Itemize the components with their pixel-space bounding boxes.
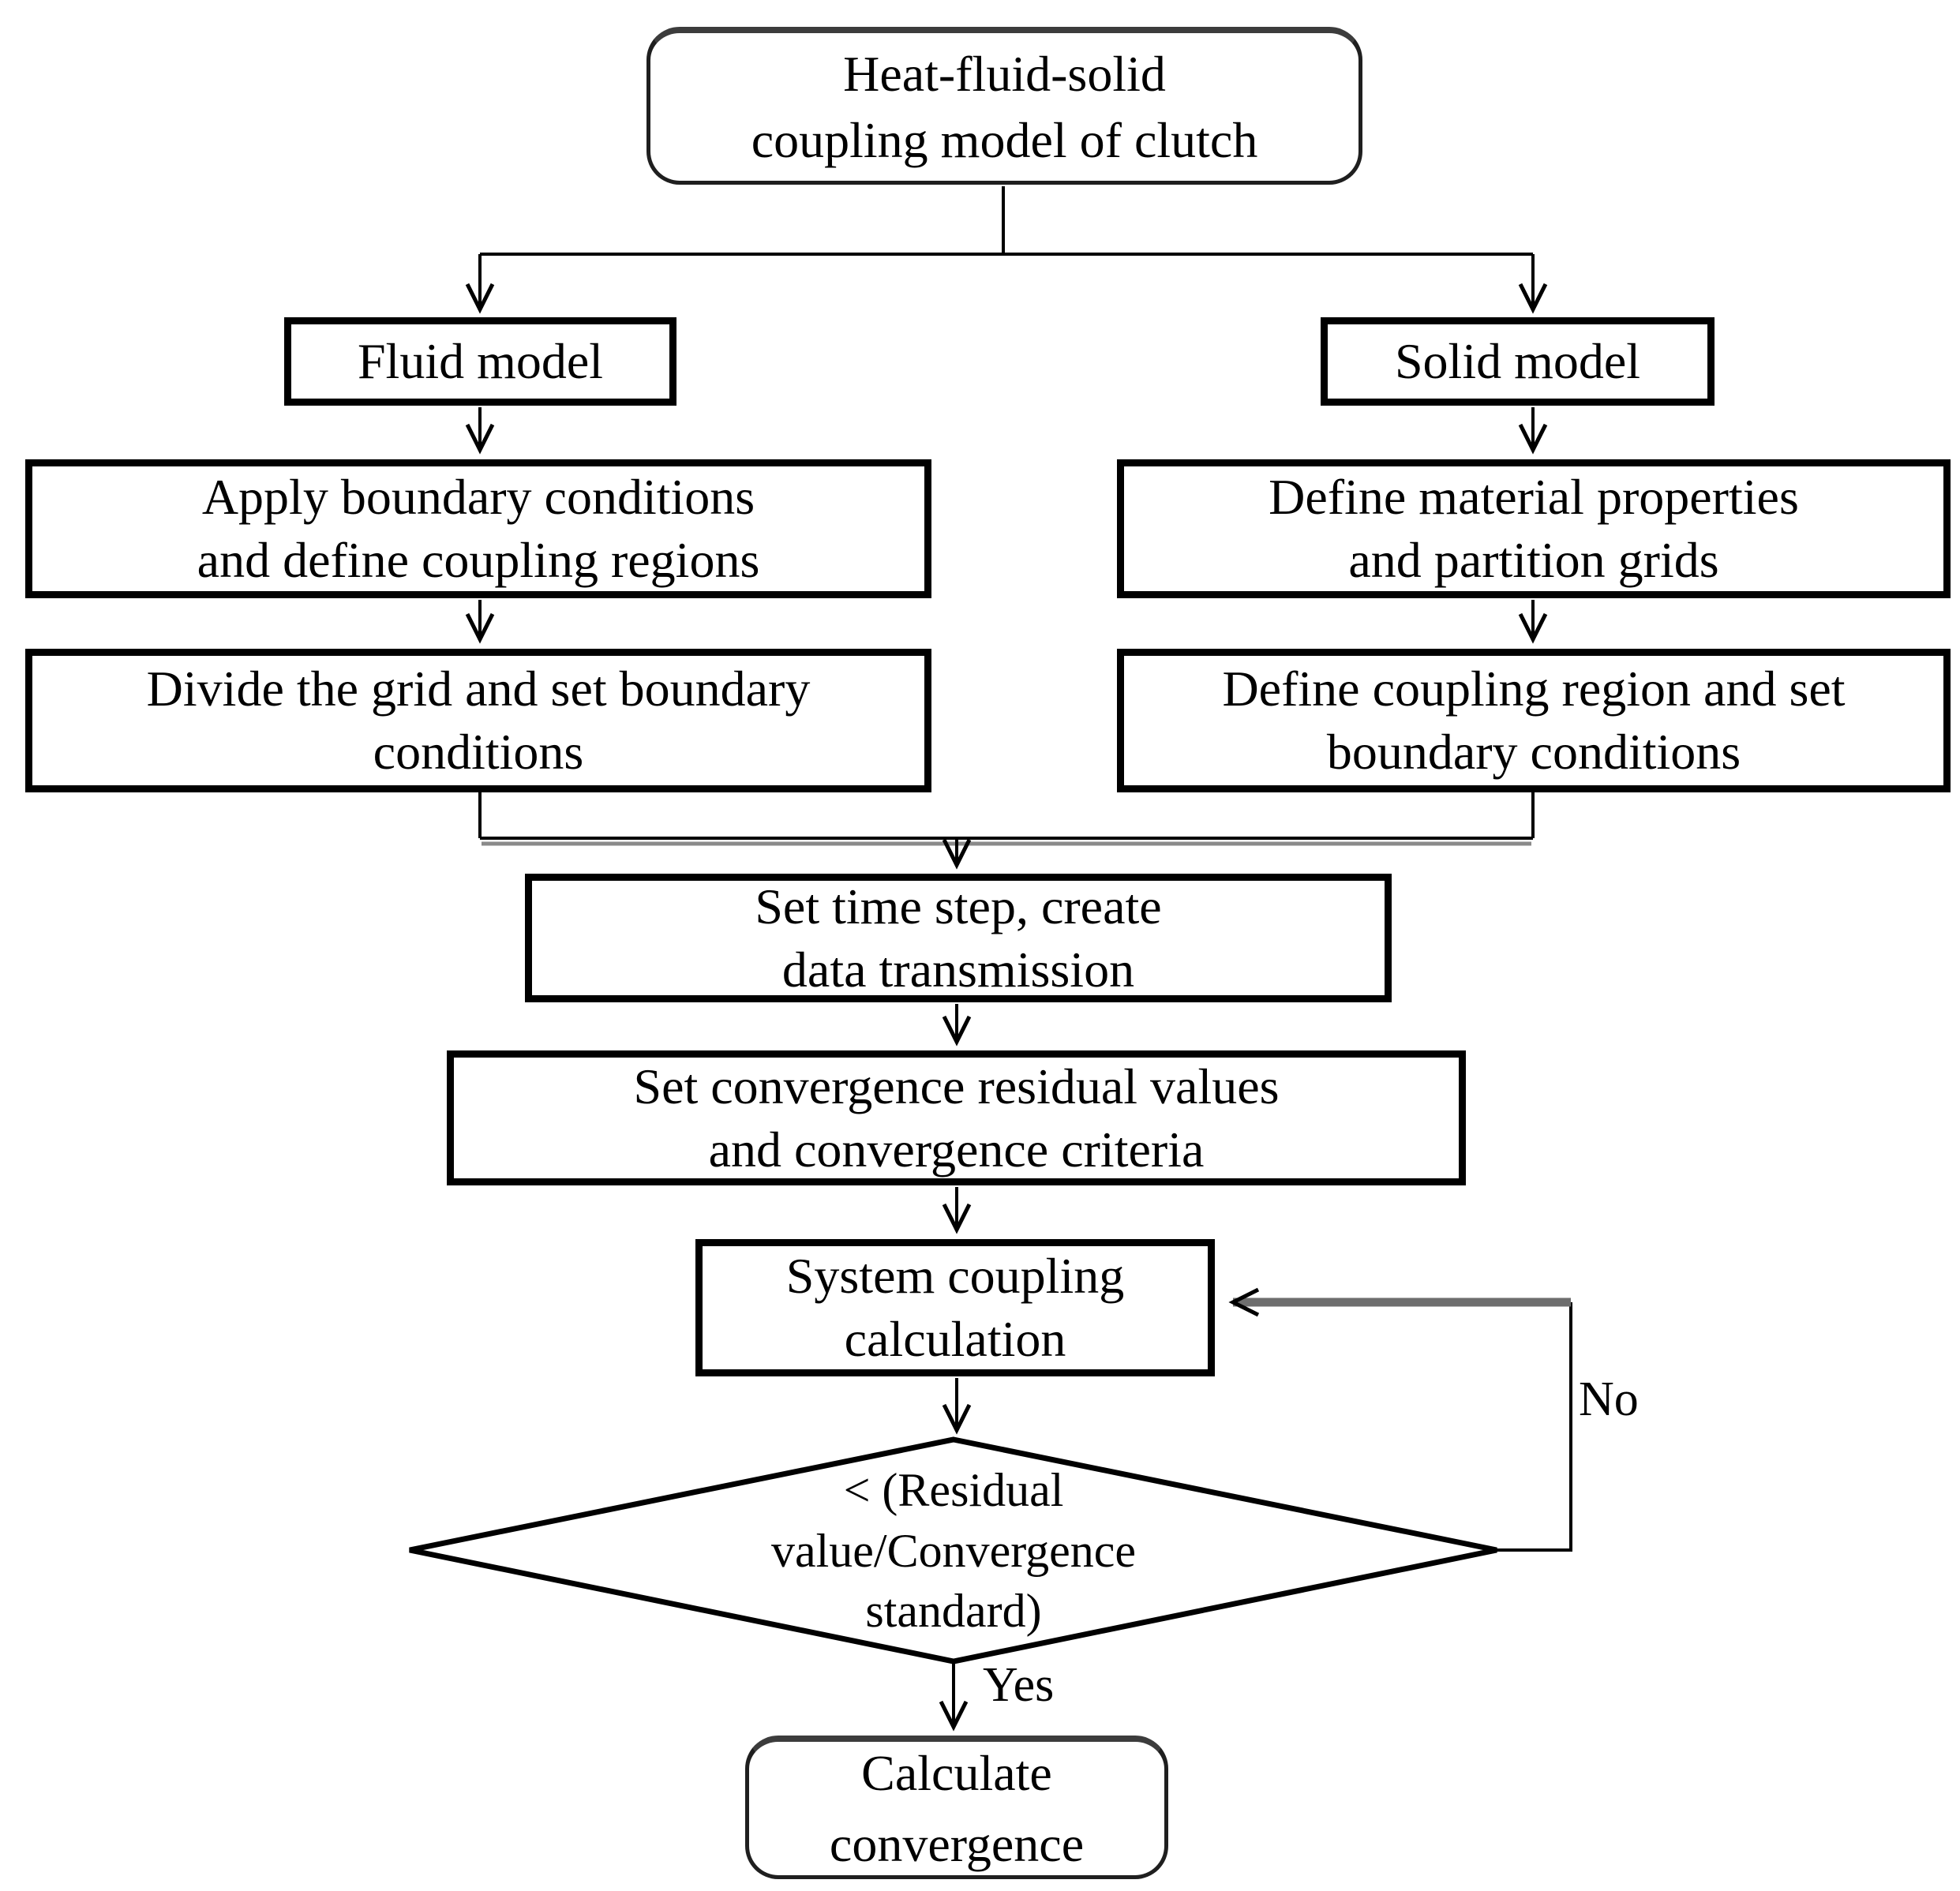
node-define-coupling-region: Define coupling region and set boundary …	[1117, 649, 1951, 792]
node-define-coupling-region-label: Define coupling region and set boundary …	[1222, 661, 1846, 780]
node-apply-boundary-conditions: Apply boundary conditions and define cou…	[25, 459, 931, 598]
node-apply-boundary-conditions-label: Apply boundary conditions and define cou…	[197, 469, 760, 588]
node-solid-model-label: Solid model	[1394, 333, 1641, 389]
connector-heat-split	[480, 186, 1533, 256]
node-decision-label: < (Residual value/Convergence standard)	[770, 1463, 1137, 1638]
node-system-coupling-calculation-label: System coupling calculation	[785, 1248, 1125, 1367]
node-set-convergence-residuals-label: Set convergence residual values and conv…	[633, 1058, 1280, 1178]
edge-label-no: No	[1579, 1372, 1639, 1426]
node-calculate-convergence: Calculate convergence	[745, 1736, 1168, 1879]
node-define-material-properties: Define material properties and partition…	[1117, 459, 1951, 598]
connector-no-loop	[1497, 1302, 1572, 1552]
node-divide-grid: Divide the grid and set boundary conditi…	[25, 649, 931, 792]
node-heat-fluid-solid-model-label: Heat-fluid-solid coupling model of clutc…	[751, 46, 1258, 168]
node-fluid-model: Fluid model	[284, 317, 676, 406]
node-set-time-step: Set time step, create data transmission	[525, 874, 1392, 1002]
node-calculate-convergence-label: Calculate convergence	[829, 1744, 1085, 1872]
node-set-time-step-label: Set time step, create data transmission	[755, 878, 1162, 998]
node-decision: < (Residual value/Convergence standard)	[677, 1460, 1230, 1642]
node-solid-model: Solid model	[1321, 317, 1715, 406]
node-system-coupling-calculation: System coupling calculation	[695, 1239, 1215, 1376]
node-divide-grid-label: Divide the grid and set boundary conditi…	[146, 661, 811, 780]
edge-label-yes: Yes	[983, 1658, 1055, 1712]
node-set-convergence-residuals: Set convergence residual values and conv…	[447, 1050, 1466, 1185]
node-fluid-model-label: Fluid model	[357, 333, 604, 389]
connector-merge	[478, 792, 1535, 840]
node-define-material-properties-label: Define material properties and partition…	[1269, 469, 1799, 588]
node-heat-fluid-solid-model: Heat-fluid-solid coupling model of clutc…	[646, 27, 1362, 185]
